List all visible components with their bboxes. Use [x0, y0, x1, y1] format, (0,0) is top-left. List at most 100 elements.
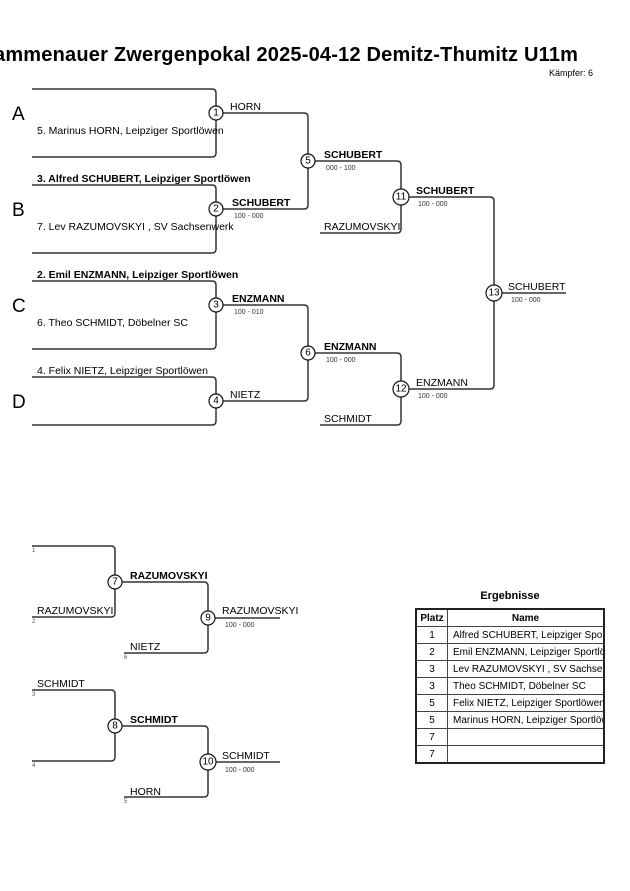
entry-match1-bottom: 5. Marinus HORN, Leipziger Sportlöwen: [37, 125, 224, 137]
entry-match3-bottom: 6. Theo SCHMIDT, Döbelner SC: [37, 317, 188, 329]
svg-text:2: 2: [213, 204, 219, 215]
winner-match13: SCHUBERT: [508, 281, 566, 293]
match-circle-5: 5: [300, 153, 316, 169]
svg-text:13: 13: [488, 288, 500, 299]
svg-text:5: 5: [305, 156, 311, 167]
entry-match4-top: 4. Felix NIETZ, Leipziger Sportlöwen: [37, 365, 208, 377]
winner-match8: SCHMIDT: [130, 714, 178, 726]
result-name: Lev RAZUMOVSKYI , SV Sachsenwerk: [447, 660, 605, 678]
repechage-entry-match11: RAZUMOVSKYI: [324, 221, 400, 233]
results-row: 7: [415, 745, 605, 764]
score-match13: 100 - 000: [511, 297, 541, 304]
svg-text:11: 11: [396, 192, 407, 203]
svg-text:3: 3: [213, 300, 219, 311]
match-circle-12: 12: [392, 380, 410, 398]
repechage-lower-connectors: [32, 689, 280, 798]
pool-label-d: D: [12, 392, 26, 413]
slot-1: 1: [32, 548, 36, 554]
column-header-name: Name: [447, 608, 605, 627]
winner-match9: RAZUMOVSKYI: [222, 605, 298, 617]
repechage-entry-schmidt: SCHMIDT: [37, 678, 85, 690]
winner-match7: RAZUMOVSKYI: [130, 570, 208, 582]
match-circle-1: 1: [208, 105, 224, 121]
winner-match2: SCHUBERT: [232, 197, 291, 209]
repechage-entry-razumovskyi: RAZUMOVSKYI: [37, 605, 113, 617]
svg-text:8: 8: [112, 721, 118, 732]
result-place: 7: [415, 728, 448, 746]
results-header-row: Platz Name: [415, 608, 605, 627]
result-name: [447, 745, 605, 764]
slot-5: 5: [124, 799, 128, 805]
slot-3: 3: [32, 692, 36, 698]
repechage-upper-connectors: [32, 545, 280, 654]
score-match6: 100 - 000: [326, 357, 356, 364]
round2-connectors: [216, 112, 309, 402]
match-circle-6: 6: [300, 345, 316, 361]
result-name: Marinus HORN, Leipziger Sportlöwen: [447, 711, 605, 729]
repechage-entry-match12: SCHMIDT: [324, 413, 372, 425]
winner-match11: SCHUBERT: [416, 185, 475, 197]
result-name: [447, 728, 605, 746]
result-name: Emil ENZMANN, Leipziger Sportlöwen: [447, 643, 605, 661]
result-place: 5: [415, 694, 448, 712]
pool-label-c: C: [12, 296, 26, 317]
match-circle-10: 10: [199, 753, 217, 771]
winner-match12: ENZMANN: [416, 377, 468, 389]
score-match2: 100 - 000: [234, 213, 264, 220]
result-place: 3: [415, 677, 448, 695]
match-circle-3: 3: [208, 297, 224, 313]
winner-match5: SCHUBERT: [324, 149, 383, 161]
svg-text:12: 12: [395, 384, 407, 395]
score-match5: 000 - 100: [326, 165, 356, 172]
match-circle-11: 11: [392, 188, 410, 206]
result-place: 1: [415, 626, 448, 644]
final-connector: [401, 196, 495, 390]
match-circle-7: 7: [107, 574, 123, 590]
entry-match3-top: 2. Emil ENZMANN, Leipziger Sportlöwen: [37, 269, 238, 281]
repechage-entry-nietz: NIETZ: [130, 641, 161, 653]
match-circle-4: 4: [208, 393, 224, 409]
result-place: 2: [415, 643, 448, 661]
round3-connectors: [308, 160, 402, 426]
match-circle-2: 2: [208, 201, 224, 217]
result-place: 3: [415, 660, 448, 678]
svg-text:6: 6: [305, 348, 311, 359]
score-match11: 100 - 000: [418, 201, 448, 208]
entry-match2-bottom: 7. Lev RAZUMOVSKYI , SV Sachsenwerk: [37, 221, 234, 233]
results-title: Ergebnisse: [480, 590, 540, 602]
result-name: Felix NIETZ, Leipziger Sportlöwen: [447, 694, 605, 712]
winner-match3: ENZMANN: [232, 293, 285, 305]
score-match12: 100 - 000: [418, 393, 448, 400]
score-match10: 100 - 000: [225, 767, 255, 774]
match-circle-9: 9: [200, 610, 216, 626]
winner-match10: SCHMIDT: [222, 750, 270, 762]
score-match9: 100 - 000: [225, 622, 255, 629]
winner-match4: NIETZ: [230, 389, 261, 401]
match-circle-13: 13: [485, 284, 503, 302]
winner-match1: HORN: [230, 101, 261, 113]
pool-label-a: A: [12, 104, 25, 125]
tournament-title: ammenauer Zwergenpokal 2025-04-12 Demitz…: [0, 44, 579, 66]
slot-4: 4: [32, 763, 36, 769]
result-place: 5: [415, 711, 448, 729]
results-row: 7: [415, 728, 605, 746]
pool-label-b: B: [12, 200, 25, 221]
result-name: Alfred SCHUBERT, Leipziger Sportlöwen: [447, 626, 605, 644]
svg-text:9: 9: [205, 613, 211, 624]
result-name: Theo SCHMIDT, Döbelner SC: [447, 677, 605, 695]
match-circle-8: 8: [107, 718, 123, 734]
svg-text:7: 7: [112, 577, 118, 588]
winner-match6: ENZMANN: [324, 341, 377, 353]
column-header-place: Platz: [415, 608, 448, 627]
slot-6: 6: [124, 655, 128, 661]
repechage-entry-horn: HORN: [130, 786, 161, 798]
score-match3: 100 - 010: [234, 309, 264, 316]
result-place: 7: [415, 745, 448, 764]
